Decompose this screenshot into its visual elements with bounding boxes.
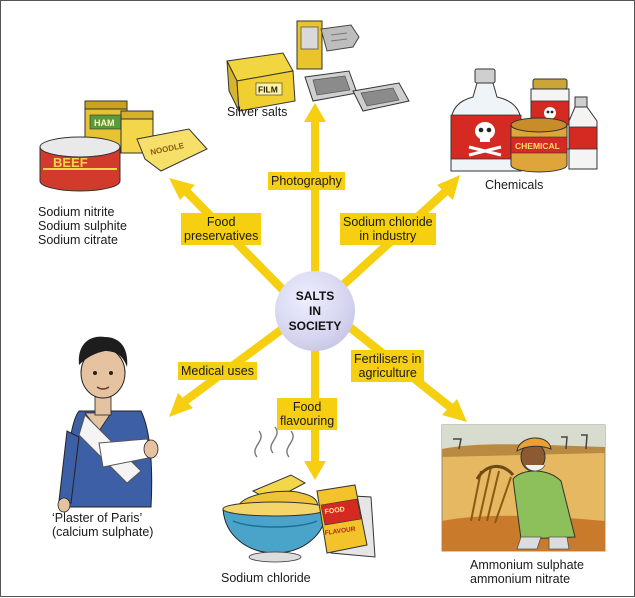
caption-sodium-chloride: Sodium chloride bbox=[221, 571, 311, 585]
arrow-preservatives-head bbox=[169, 178, 195, 200]
branch-photography-label: Photography bbox=[271, 174, 342, 188]
caption-preservatives-line-2: Sodium sulphite bbox=[38, 219, 127, 233]
branch-flavouring-line-2: flavouring bbox=[280, 414, 335, 428]
ham-can-text: HAM bbox=[94, 118, 115, 128]
farmer-scene-illustration bbox=[441, 424, 606, 552]
caption-ammonium-line-1: Ammonium sulphate bbox=[470, 558, 584, 572]
caption-preservatives-line-3: Sodium citrate bbox=[38, 233, 118, 247]
branch-medical-label: Medical uses bbox=[181, 364, 254, 378]
film-illustration: FILM bbox=[226, 20, 410, 112]
arrow-flavouring-head bbox=[304, 461, 326, 480]
caption-silver-salts: Silver salts bbox=[227, 105, 287, 119]
skull-icon bbox=[468, 122, 502, 157]
branch-photography: Photography bbox=[268, 172, 345, 190]
caption-silver-salts-text: Silver salts bbox=[227, 105, 288, 119]
branch-fertilisers-line-1: Fertilisers in bbox=[354, 352, 422, 366]
caption-chemicals: Chemicals bbox=[485, 178, 543, 192]
chemical-can-text: CHEMICAL bbox=[515, 141, 560, 151]
arrow-photography-shaft bbox=[311, 119, 319, 274]
branch-food-preservatives-line-1: Food bbox=[206, 215, 236, 229]
caption-ammonium: Ammonium sulphate ammonium nitrate bbox=[470, 558, 584, 586]
caption-preservatives-line-1: Sodium nitrite bbox=[38, 205, 115, 219]
food-pack-text: FOOD bbox=[324, 506, 345, 516]
branch-medical: Medical uses bbox=[178, 362, 257, 380]
caption-plaster-line-1: ‘Plaster of Paris’ bbox=[52, 511, 143, 525]
food-cans-illustration: HAM NOODLE BEEF bbox=[39, 100, 208, 192]
salt-bowl-illustration: FOOD FLAVOUR bbox=[222, 426, 376, 563]
caption-chemicals-text: Chemicals bbox=[485, 178, 544, 192]
caption-ammonium-line-2: ammonium nitrate bbox=[470, 572, 571, 586]
arrow-photography-head bbox=[304, 103, 326, 122]
branch-industry-line-2: in industry bbox=[359, 229, 417, 243]
branch-industry: Sodium chloride in industry bbox=[340, 213, 436, 245]
caption-plaster-of-paris: ‘Plaster of Paris’ (calcium sulphate) bbox=[52, 511, 153, 539]
center-circle: SALTS IN SOCIETY bbox=[275, 271, 355, 351]
beef-can-text: BEEF bbox=[53, 155, 88, 170]
branch-fertilisers-line-2: agriculture bbox=[358, 366, 417, 380]
person-with-cast-illustration bbox=[57, 336, 159, 513]
caption-sodium-chloride-text: Sodium chloride bbox=[221, 571, 311, 585]
arrow-medical-head bbox=[169, 393, 193, 417]
branch-food-preservatives: Food preservatives bbox=[181, 213, 262, 245]
caption-preservatives: Sodium nitrite Sodium sulphite Sodium ci… bbox=[38, 205, 127, 247]
branch-flavouring: Food flavouring bbox=[277, 398, 338, 430]
center-line-3: SOCIETY bbox=[288, 318, 342, 333]
arrow-industry-head bbox=[437, 175, 460, 200]
branch-fertilisers: Fertilisers in agriculture bbox=[351, 350, 425, 382]
film-box-text: FILM bbox=[258, 85, 278, 95]
arrow-fertilisers-head bbox=[442, 399, 467, 422]
caption-plaster-line-2: (calcium sulphate) bbox=[52, 525, 154, 539]
branch-food-preservatives-line-2: preservatives bbox=[184, 229, 259, 243]
chemicals-illustration: CHEMICAL bbox=[450, 68, 598, 173]
branch-flavouring-line-1: Food bbox=[292, 400, 322, 414]
flavour-pack-text: FLAVOUR bbox=[324, 526, 356, 537]
center-line-2: IN bbox=[309, 303, 321, 318]
center-line-1: SALTS bbox=[295, 288, 335, 303]
branch-industry-line-1: Sodium chloride bbox=[343, 215, 433, 229]
